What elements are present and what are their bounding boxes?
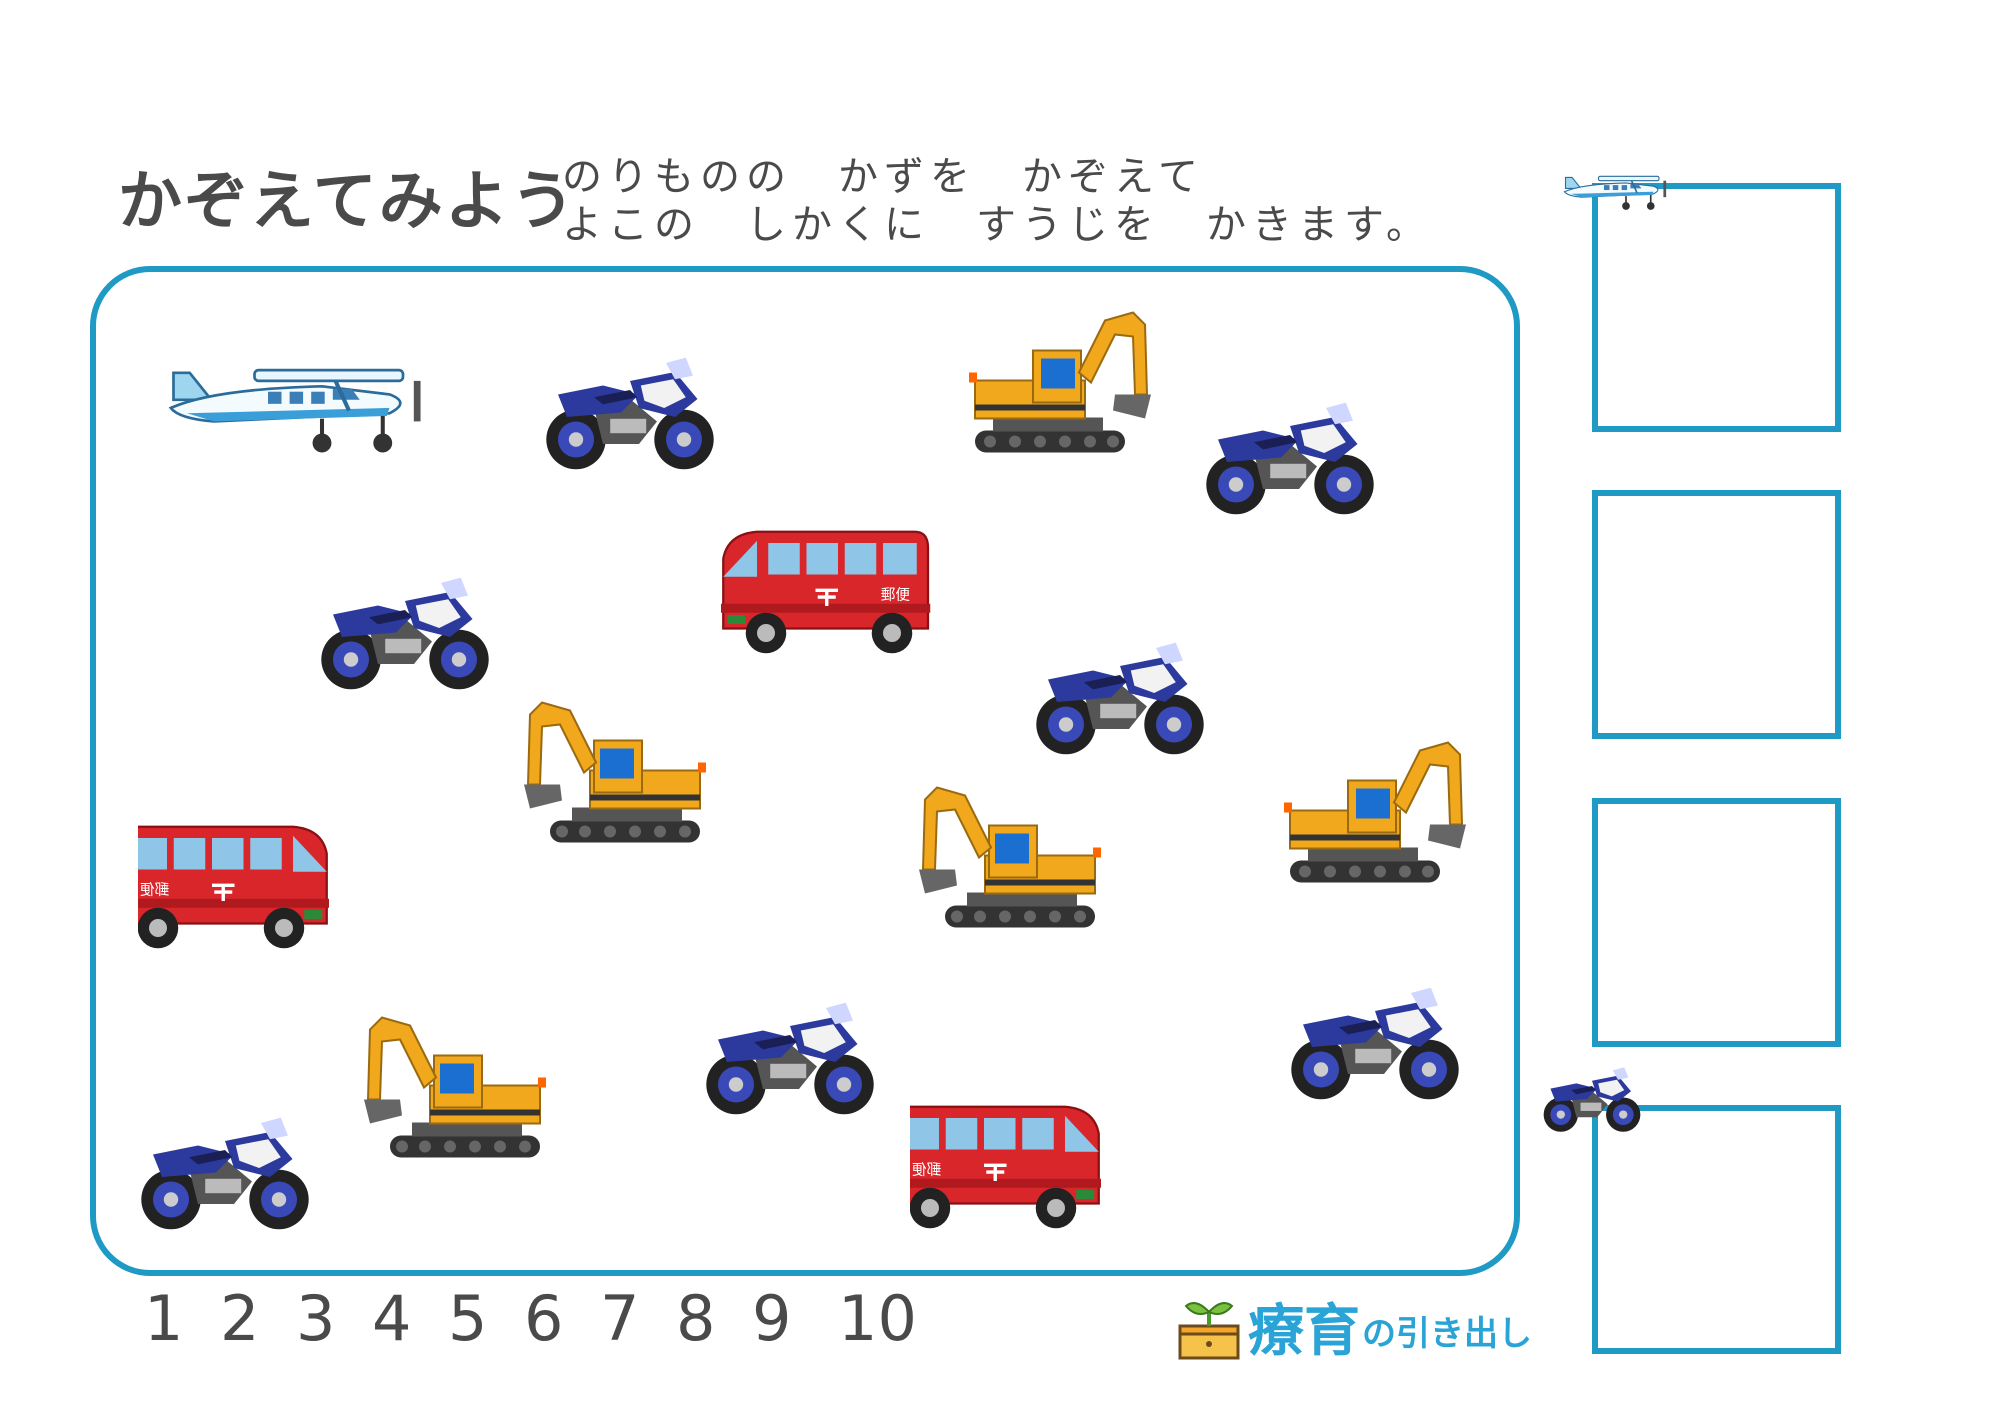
logo-main-text: 療育 (1248, 1299, 1360, 1364)
number-2: 2 (220, 1282, 260, 1355)
post-van-icon (910, 1100, 1135, 1235)
instruction-line-1: のりものの かずを かぞえて (562, 154, 1204, 200)
excavator-icon (360, 1005, 560, 1170)
sprout-box-icon (1178, 1302, 1240, 1360)
answer-box-motorcycle[interactable] (1592, 1105, 1841, 1354)
excavator-icon (1270, 730, 1470, 895)
motorcycle-icon (700, 990, 880, 1125)
post-van-icon (138, 820, 363, 955)
motorcycle-icon (315, 565, 495, 700)
excavator-icon (915, 775, 1115, 940)
answer-box-post-van[interactable] (1592, 490, 1841, 739)
post-van-icon (1548, 462, 1643, 519)
number-4: 4 (372, 1282, 412, 1355)
airplane-icon (160, 335, 430, 470)
number-10: 10 (838, 1282, 917, 1355)
excavator-icon (1548, 750, 1643, 828)
number-line: 1 2 3 4 5 6 7 8 9 10 (140, 1282, 940, 1362)
motorcycle-icon (135, 1105, 315, 1240)
number-6: 6 (524, 1282, 564, 1355)
number-7: 7 (600, 1282, 640, 1355)
motorcycle-icon (540, 345, 720, 480)
answer-box-airplane[interactable] (1592, 183, 1841, 432)
logo-sub-text: の引き出し (1362, 1314, 1532, 1354)
post-van-icon (712, 525, 937, 660)
airplane-icon (1560, 162, 1670, 217)
motorcycle-icon (1540, 1060, 1644, 1138)
number-9: 9 (752, 1282, 792, 1355)
motorcycle-icon (1200, 390, 1380, 525)
site-logo: 療育 の引き出し (1174, 1292, 1534, 1364)
instruction-line-2: よこの しかくに すうじを かきます。 (562, 202, 1432, 248)
excavator-icon (955, 300, 1155, 465)
excavator-icon (520, 690, 720, 855)
motorcycle-icon (1030, 630, 1210, 765)
number-5: 5 (448, 1282, 488, 1355)
number-8: 8 (676, 1282, 716, 1355)
vehicle-panel (90, 266, 1520, 1276)
number-3: 3 (296, 1282, 336, 1355)
page-title: かぞえてみよう (118, 165, 577, 239)
number-1: 1 (144, 1282, 184, 1355)
motorcycle-icon (1285, 975, 1465, 1110)
answer-box-excavator[interactable] (1592, 798, 1841, 1047)
